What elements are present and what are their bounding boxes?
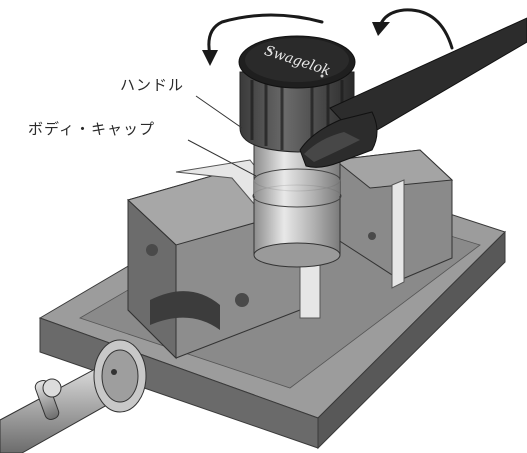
handle-label: ハンドル xyxy=(120,76,185,94)
open-end-wrench xyxy=(299,17,527,168)
jaw-plate-right xyxy=(391,179,405,289)
body-cap-leader-line xyxy=(187,139,257,177)
valve-body xyxy=(252,139,342,268)
body-cap-label: ボディ・キャップ xyxy=(28,120,155,138)
vise-lead-screw xyxy=(0,339,147,453)
handle-leader-line xyxy=(195,95,243,129)
counterclockwise-arrow-icon xyxy=(202,13,324,66)
counterclockwise-arrow-icon xyxy=(372,8,454,50)
